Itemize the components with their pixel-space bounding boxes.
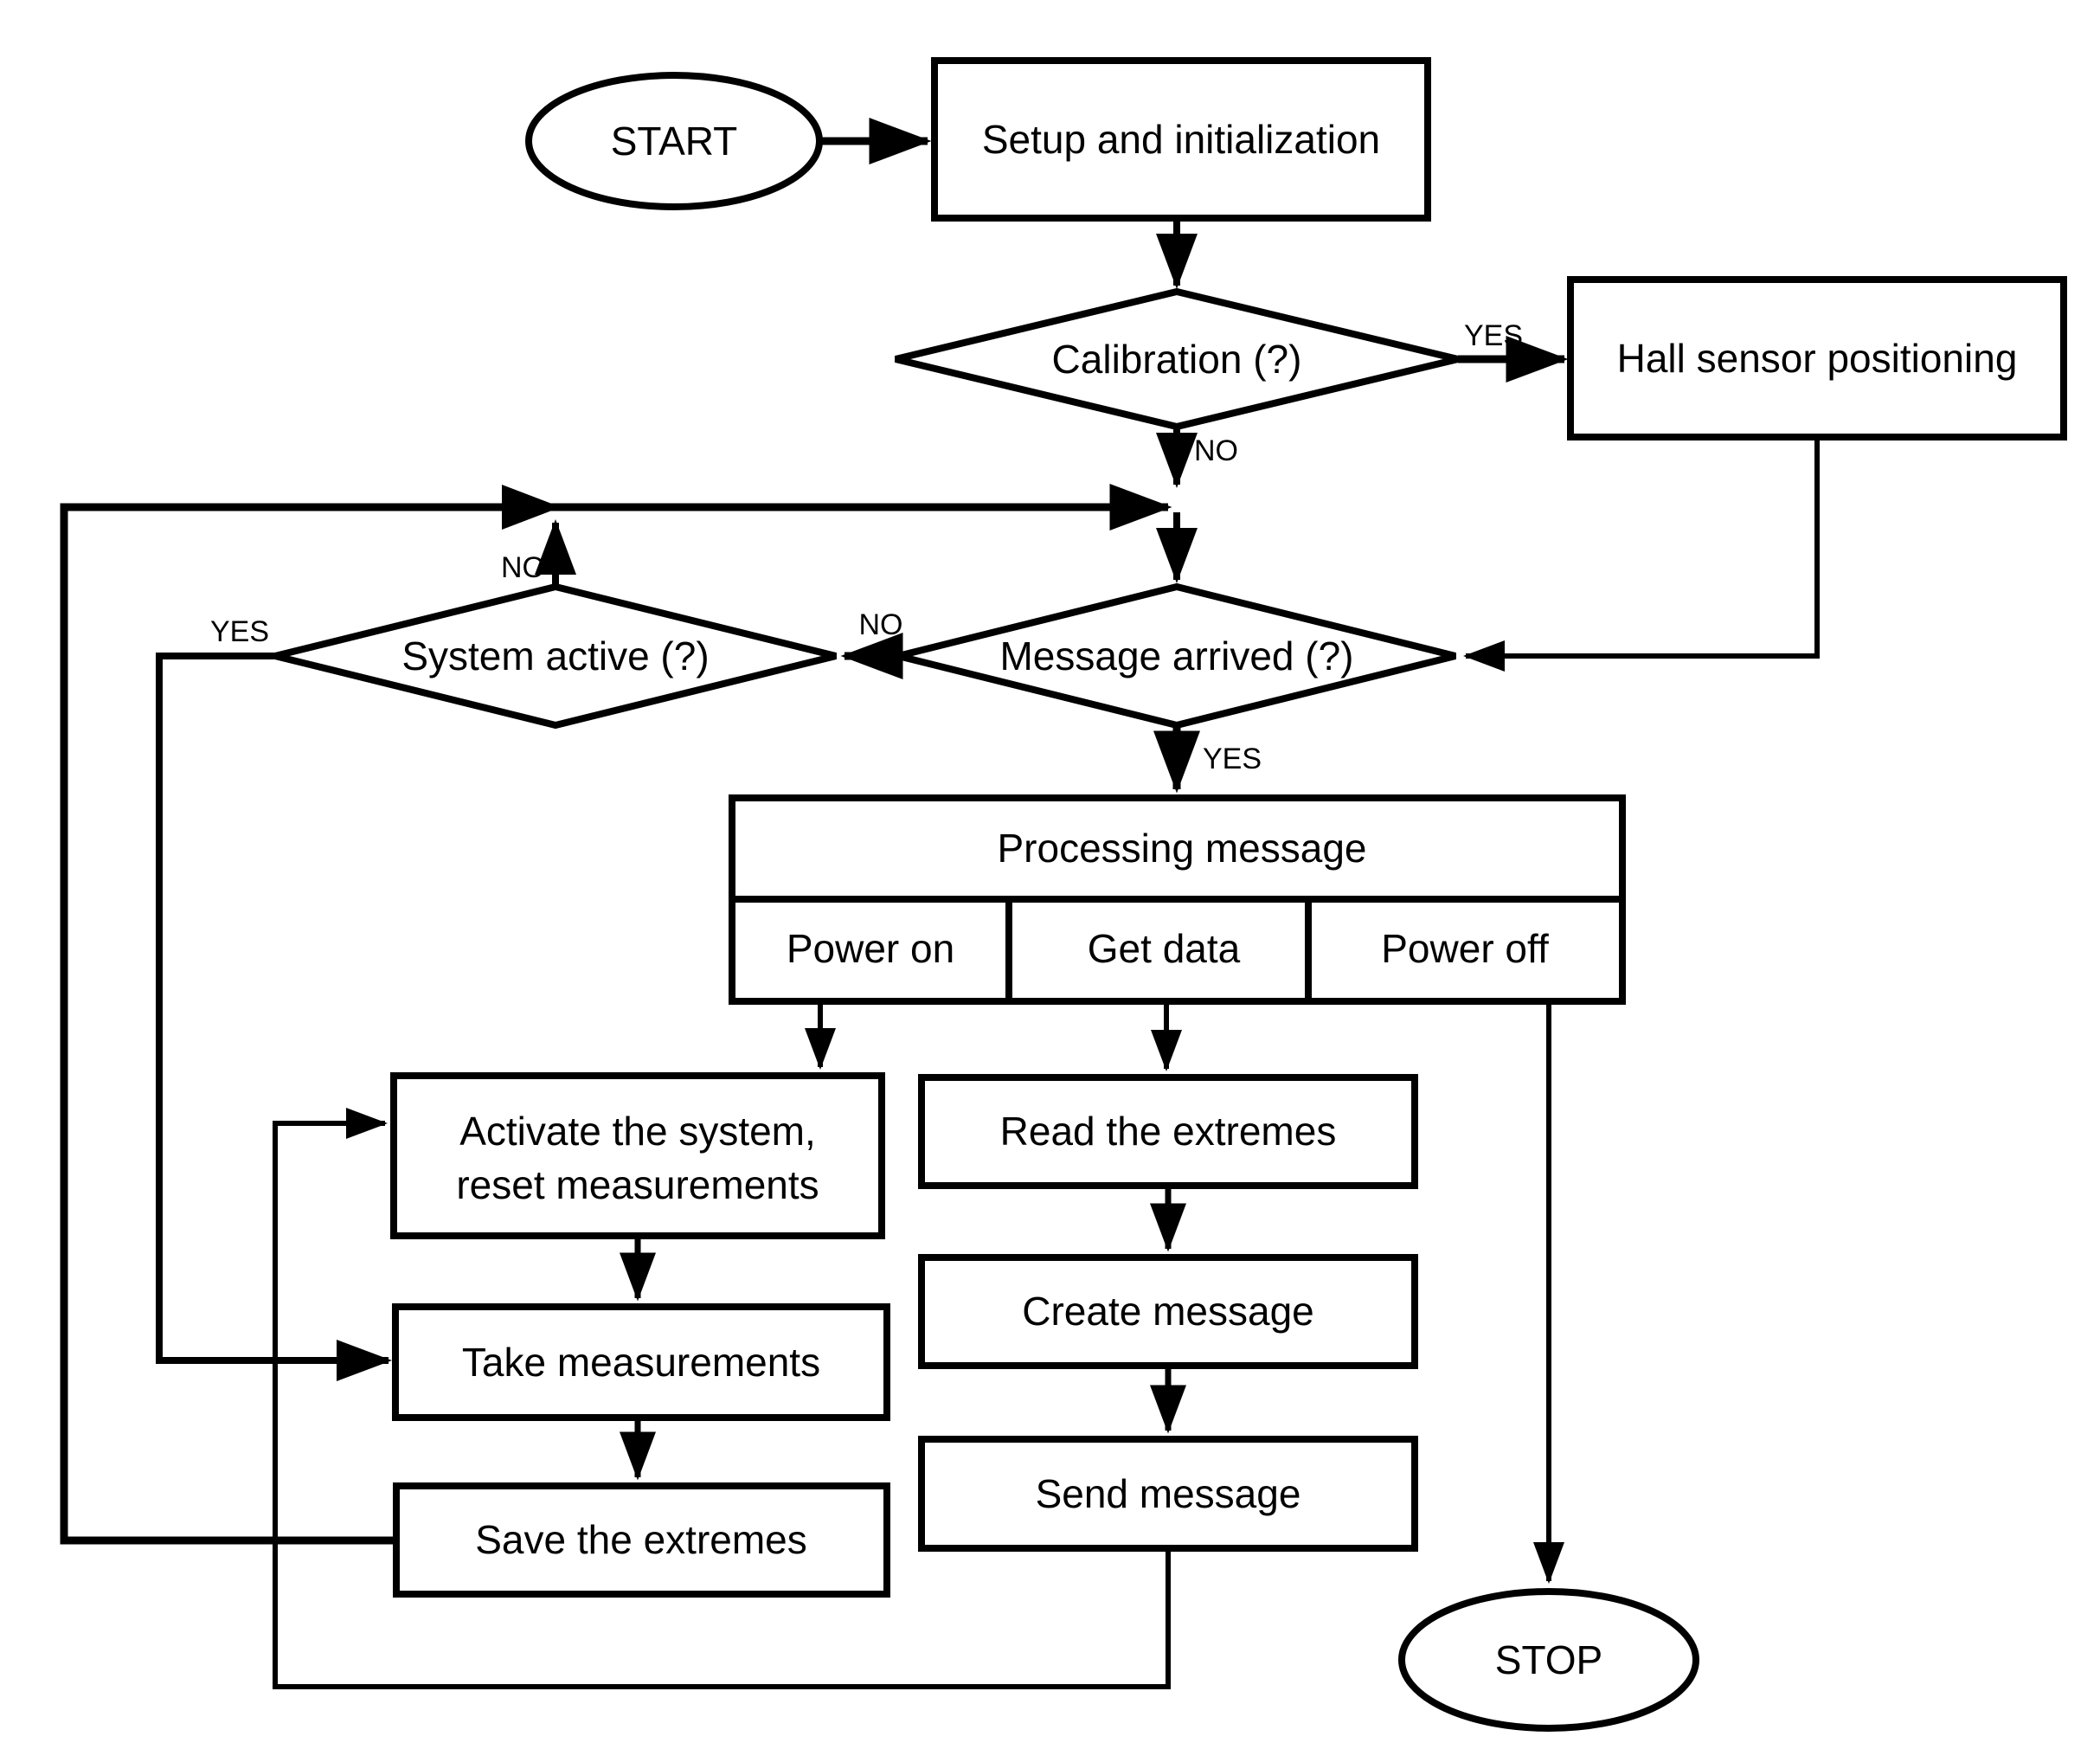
- edge-send-loop-to-activate: [273, 1108, 1171, 1689]
- system-active-decision-shape: [274, 582, 837, 730]
- activate-label-line1: Activate the system,: [459, 1109, 816, 1154]
- node-take-measurements: Take measurements: [392, 1303, 890, 1421]
- node-save-extremes: Save the extremes: [393, 1482, 890, 1598]
- node-message-arrived: Message arrived (?): [897, 582, 1456, 730]
- node-system-active: System active (?): [274, 582, 837, 730]
- activate-label-line2: reset measurements: [456, 1162, 819, 1207]
- label-calibration-no: NO: [1194, 434, 1238, 467]
- node-send-message: Send message: [918, 1436, 1418, 1552]
- stop-terminator-shape: [1398, 1588, 1699, 1732]
- edge-hall-to-message-arrived: [1463, 437, 1820, 672]
- processing-cell-get-data: Get data: [1088, 926, 1241, 971]
- label-message-arrived-no: NO: [859, 608, 903, 641]
- stop-label: STOP: [1495, 1637, 1602, 1682]
- create-process-shape: [918, 1254, 1418, 1369]
- activate-label2: reset measurements: [456, 1162, 819, 1207]
- label-system-active-yes: YES: [210, 615, 269, 648]
- label-system-active-no: NO: [501, 551, 545, 584]
- save-label: Save the extremes: [475, 1517, 807, 1562]
- node-processing-message: Processing message Power on Get data Pow…: [729, 794, 1626, 1005]
- processing-label: Processing message: [998, 826, 1367, 871]
- node-read-extremes: Read the extremes: [918, 1074, 1418, 1189]
- processing-cell-power-on: Power on: [787, 926, 954, 971]
- node-start: START: [525, 72, 823, 210]
- hall-label: Hall sensor positioning: [1617, 336, 2018, 381]
- edge-save-loop-main-line: [60, 484, 1172, 1545]
- node-create-message: Create message: [918, 1254, 1418, 1369]
- label-calibration-yes: YES: [1464, 319, 1523, 352]
- read-process-shape: [918, 1074, 1418, 1189]
- calibration-decision-shape: [895, 287, 1459, 431]
- send-label: Send message: [1036, 1471, 1301, 1516]
- system-active-label: System active (?): [401, 633, 709, 678]
- take-process-shape: [392, 1303, 890, 1421]
- activate-process-shape: [390, 1072, 885, 1239]
- activate-label: Activate the system,: [459, 1109, 816, 1154]
- node-setup: Setup and initialization: [931, 57, 1431, 222]
- label-message-arrived-yes: YES: [1203, 743, 1262, 775]
- setup-process-shape: [931, 57, 1431, 222]
- take-label: Take measurements: [462, 1340, 820, 1385]
- hall-process-shape: [1567, 276, 2067, 440]
- arrowhead-main-line-mid: [502, 485, 561, 530]
- create-label: Create message: [1022, 1289, 1314, 1334]
- start-terminator-shape: [525, 72, 823, 210]
- save-process-shape: [393, 1482, 890, 1598]
- processing-cell-power-off: Power off: [1381, 926, 1549, 971]
- message-arrived-decision-shape: [897, 582, 1456, 730]
- node-activate-system: Activate the system, reset measurements: [390, 1072, 885, 1239]
- message-arrived-label: Message arrived (?): [999, 633, 1353, 678]
- start-label: START: [611, 119, 738, 164]
- calibration-label: Calibration (?): [1052, 337, 1302, 382]
- read-label: Read the extremes: [1000, 1109, 1337, 1154]
- node-hall-sensor-positioning: Hall sensor positioning: [1567, 276, 2067, 440]
- setup-label: Setup and initialization: [982, 117, 1380, 162]
- node-stop: STOP: [1398, 1588, 1699, 1732]
- send-process-shape: [918, 1436, 1418, 1552]
- node-calibration: Calibration (?): [895, 287, 1459, 431]
